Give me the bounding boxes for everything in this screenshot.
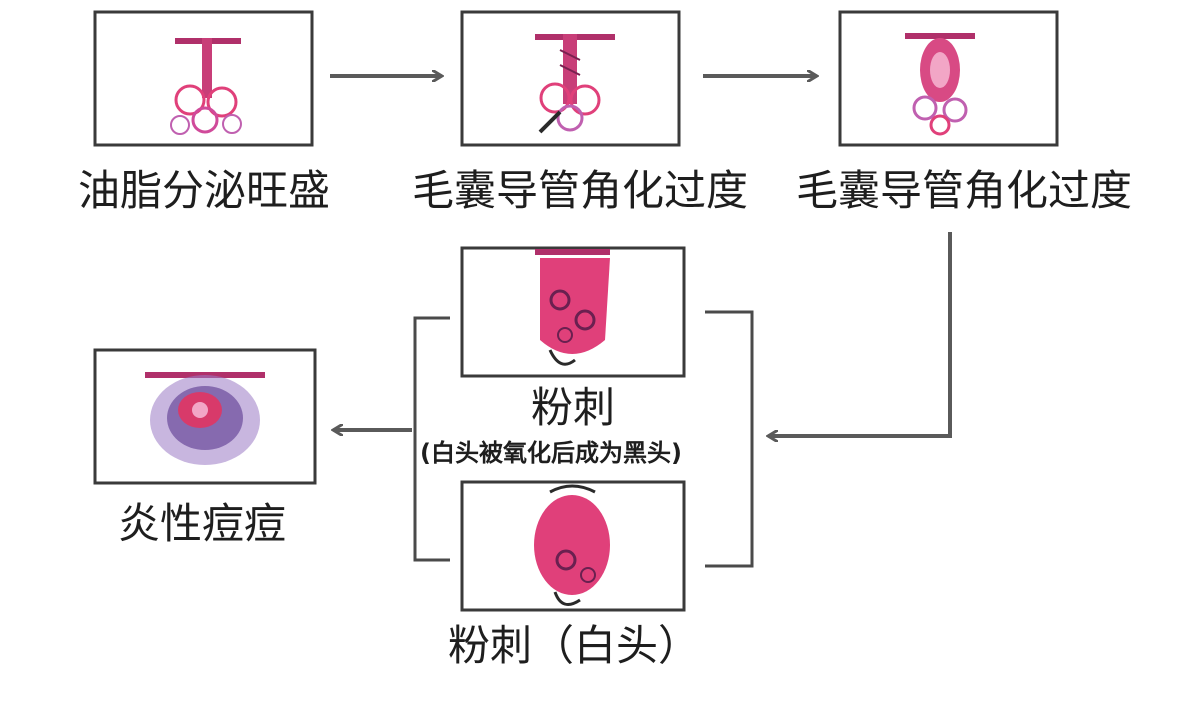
step-box-keratinization-2 xyxy=(838,10,1059,147)
label-keratinization-1: 毛囊导管角化过度 xyxy=(412,166,749,215)
label-keratinization-2: 毛囊导管角化过度 xyxy=(796,166,1133,215)
step-box-keratinization-1 xyxy=(460,10,681,147)
follicle-inflamed-icon xyxy=(145,372,265,465)
follicle-plug-icon xyxy=(905,33,975,136)
step-box-seborrhea xyxy=(93,10,314,147)
follicle-sebum-icon xyxy=(170,38,242,135)
label-comedone-note: (白头被氧化后成为黑头) xyxy=(420,439,682,467)
step-box-comedone-closed xyxy=(460,480,686,612)
follicle-comedone-icon xyxy=(535,249,610,366)
step-box-comedone-open xyxy=(460,246,686,378)
label-comedone-open: 粉刺 xyxy=(531,383,616,432)
follicle-duct-keratin-icon xyxy=(535,34,615,134)
label-comedone-closed: 粉刺（白头） xyxy=(448,621,701,670)
follicle-whitehead-icon xyxy=(534,484,610,606)
bracket-left xyxy=(413,316,450,562)
step-box-inflamed xyxy=(93,348,317,485)
label-inflamed: 炎性痘痘 xyxy=(118,499,287,548)
bracket-right xyxy=(705,310,754,568)
arrow-3-to-comedones xyxy=(770,232,952,436)
label-seborrhea: 油脂分泌旺盛 xyxy=(78,166,331,215)
